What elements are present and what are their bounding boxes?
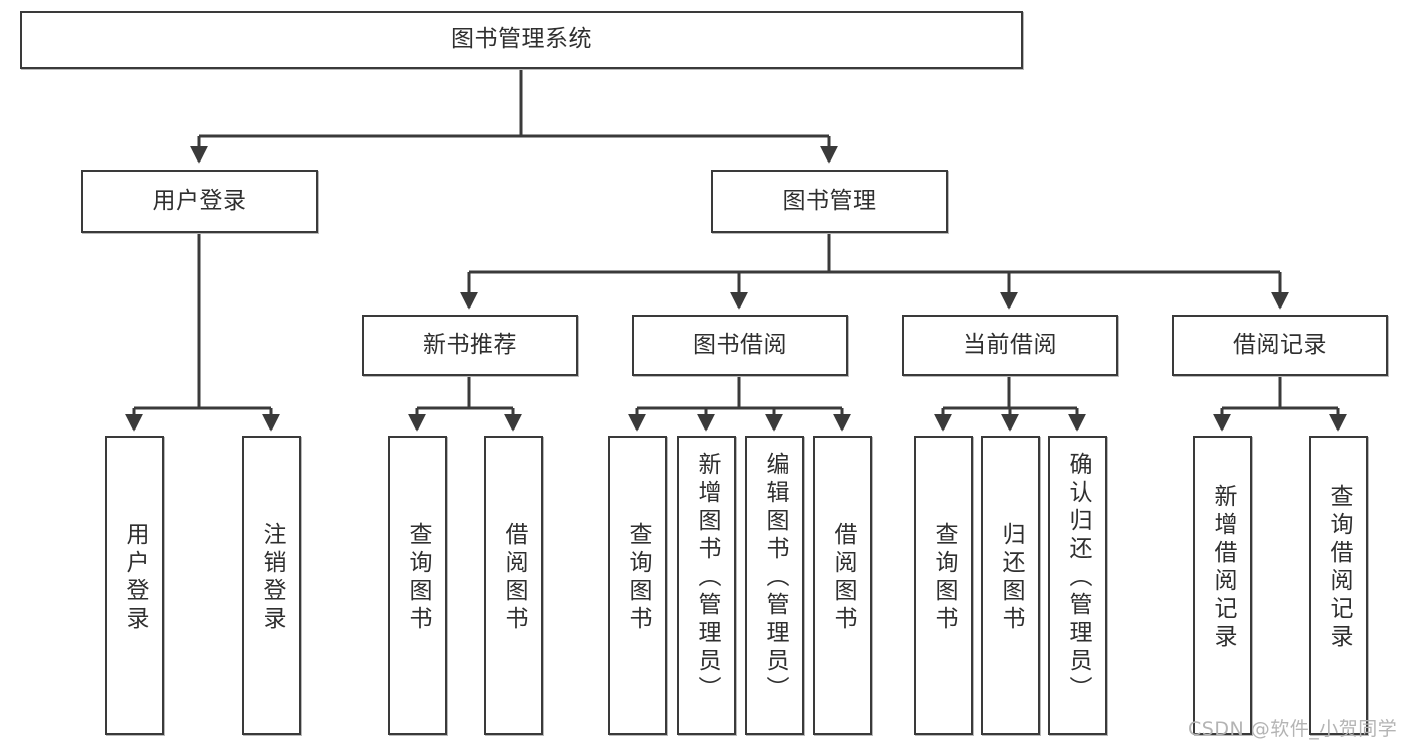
node-leaf-user-login-label: 用户登录: [122, 522, 148, 634]
node-leaf-query-book-3[interactable]: 查询图书: [914, 436, 973, 735]
node-root[interactable]: 图书管理系统: [20, 11, 1023, 69]
node-leaf-confirm-return[interactable]: 确认归还（管理员）: [1048, 436, 1107, 735]
node-root-label: 图书管理系统: [451, 26, 592, 53]
csdn-watermark: CSDN @软件_小贺同学: [1188, 718, 1398, 740]
node-leaf-return-book-label: 归还图书: [998, 522, 1024, 634]
node-leaf-query-record[interactable]: 查询借阅记录: [1309, 436, 1368, 735]
node-borrow-record-label: 借阅记录: [1233, 331, 1327, 358]
node-book-manage-label: 图书管理: [782, 187, 877, 214]
node-leaf-edit-book-label: 编辑图书（管理员）: [762, 452, 788, 704]
node-book-borrow-label: 图书借阅: [693, 331, 787, 358]
node-leaf-query-book-3-label: 查询图书: [931, 522, 957, 634]
node-leaf-borrow-book-1-label: 借阅图书: [501, 522, 527, 634]
node-leaf-add-book-label: 新增图书（管理员）: [694, 452, 720, 704]
node-leaf-confirm-return-label: 确认归还（管理员）: [1065, 452, 1091, 704]
node-user-login[interactable]: 用户登录: [81, 170, 318, 233]
node-leaf-query-book-1-label: 查询图书: [405, 522, 431, 634]
node-user-login-label: 用户登录: [152, 187, 247, 214]
node-current-borrow-label: 当前借阅: [963, 331, 1057, 358]
node-leaf-user-logout-label: 注销登录: [259, 522, 285, 634]
node-new-book-recommend-label: 新书推荐: [423, 331, 517, 358]
node-leaf-query-book-2[interactable]: 查询图书: [608, 436, 667, 735]
node-borrow-record[interactable]: 借阅记录: [1172, 315, 1388, 376]
node-new-book-recommend[interactable]: 新书推荐: [362, 315, 578, 376]
node-leaf-borrow-book-2-label: 借阅图书: [830, 522, 856, 634]
node-leaf-user-logout[interactable]: 注销登录: [242, 436, 301, 735]
node-leaf-borrow-book-2[interactable]: 借阅图书: [813, 436, 872, 735]
node-leaf-add-book[interactable]: 新增图书（管理员）: [677, 436, 736, 735]
node-leaf-query-record-label: 查询借阅记录: [1326, 484, 1352, 652]
node-book-borrow[interactable]: 图书借阅: [632, 315, 848, 376]
node-leaf-add-record-label: 新增借阅记录: [1210, 484, 1236, 652]
node-leaf-edit-book[interactable]: 编辑图书（管理员）: [745, 436, 804, 735]
node-current-borrow[interactable]: 当前借阅: [902, 315, 1118, 376]
node-leaf-user-login[interactable]: 用户登录: [105, 436, 164, 735]
node-book-manage[interactable]: 图书管理: [711, 170, 948, 233]
node-leaf-borrow-book-1[interactable]: 借阅图书: [484, 436, 543, 735]
node-leaf-query-book-2-label: 查询图书: [625, 522, 651, 634]
node-leaf-return-book[interactable]: 归还图书: [981, 436, 1040, 735]
node-leaf-query-book-1[interactable]: 查询图书: [388, 436, 447, 735]
node-leaf-add-record[interactable]: 新增借阅记录: [1193, 436, 1252, 735]
